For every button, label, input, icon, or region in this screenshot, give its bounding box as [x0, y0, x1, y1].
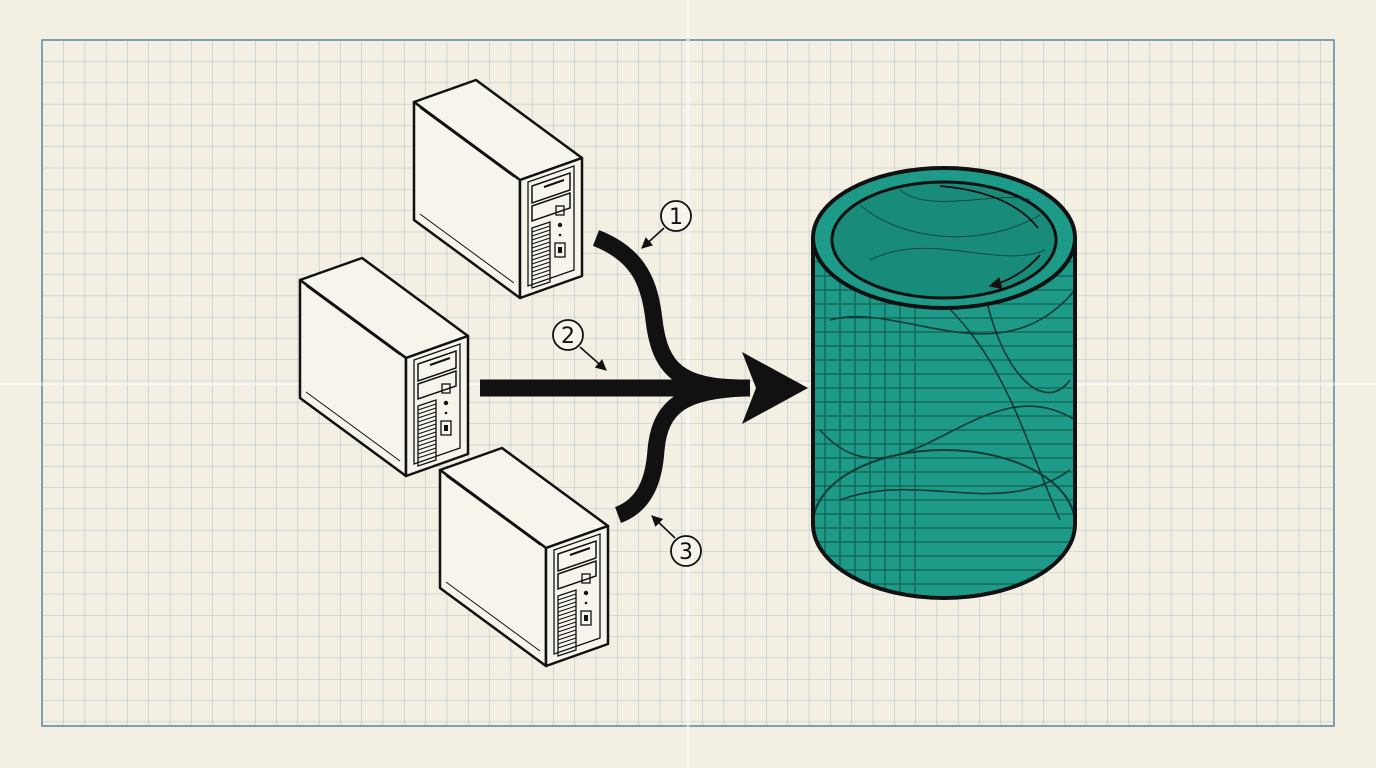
storage-cylinder-icon: [811, 166, 1077, 600]
callout-3-label: 3: [679, 540, 693, 565]
arrowhead: [742, 352, 808, 424]
flow-arrows: [480, 230, 808, 523]
callout-3: 3: [651, 515, 702, 567]
callout-2: 2: [552, 319, 607, 371]
callout-2-label: 2: [561, 324, 575, 349]
flow-path-3: [614, 379, 746, 523]
callout-1: 1: [641, 200, 692, 249]
callout-1-label: 1: [669, 205, 683, 230]
